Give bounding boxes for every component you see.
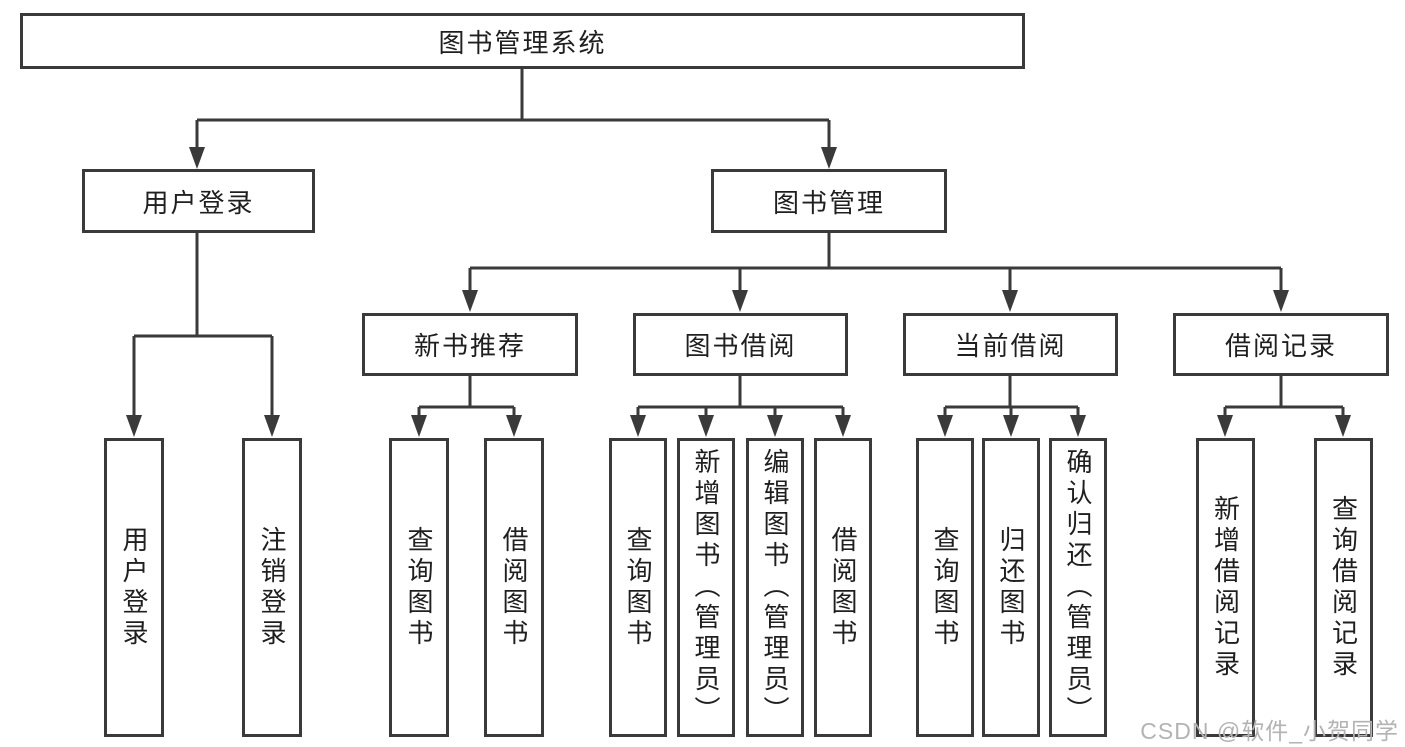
node-label: 归还图书 bbox=[996, 525, 1026, 650]
node-label: 图书管理系统 bbox=[438, 27, 607, 58]
leaf-edit-books-admin: 编辑图书（管理员） bbox=[746, 438, 804, 737]
connector-arrowhead bbox=[462, 290, 478, 312]
leaf-query-borrow-record: 查询借阅记录 bbox=[1314, 438, 1373, 737]
connector-arrowhead bbox=[1070, 415, 1086, 437]
node-label: 确认归还（管理员） bbox=[1063, 448, 1093, 727]
node-label: 图书借阅 bbox=[684, 331, 797, 361]
connector-arrowhead bbox=[189, 147, 205, 169]
connector-arrowhead bbox=[937, 415, 953, 437]
connector-arrowhead bbox=[835, 415, 851, 437]
connector-arrowhead bbox=[126, 415, 142, 437]
connector-arrowhead bbox=[1217, 415, 1233, 437]
node-label: 查询图书 bbox=[930, 525, 960, 650]
node-label: 新增借阅记录 bbox=[1210, 494, 1241, 681]
leaf-add-borrow-record: 新增借阅记录 bbox=[1196, 438, 1255, 737]
node-label: 用户登录 bbox=[119, 525, 149, 650]
leaf-user-login: 用户登录 bbox=[104, 438, 164, 737]
node-label: 新书推荐 bbox=[413, 331, 526, 361]
leaf-borrow-books-recommend: 借阅图书 bbox=[484, 438, 544, 737]
connector-arrowhead bbox=[698, 415, 714, 437]
connector-arrowhead bbox=[506, 415, 522, 437]
node-label: 借阅图书 bbox=[828, 525, 858, 650]
leaf-confirm-return-admin: 确认归还（管理员） bbox=[1049, 438, 1107, 737]
node-label: 借阅图书 bbox=[499, 525, 529, 650]
connector-arrowhead bbox=[1003, 415, 1019, 437]
connector-arrowhead bbox=[1273, 290, 1289, 312]
connector-arrowhead bbox=[1335, 415, 1351, 437]
node-label: 新增图书（管理员） bbox=[691, 448, 721, 727]
node-label: 编辑图书（管理员） bbox=[760, 448, 790, 727]
node-label: 借阅记录 bbox=[1224, 331, 1337, 361]
connector-arrowhead bbox=[1002, 290, 1018, 312]
leaf-query-books-borrowing: 查询图书 bbox=[609, 438, 667, 737]
leaf-query-books-recommend: 查询图书 bbox=[389, 438, 449, 737]
node-current-borrowing: 当前借阅 bbox=[903, 313, 1118, 376]
connector-arrowhead bbox=[264, 415, 280, 437]
leaf-add-books-admin: 新增图书（管理员） bbox=[677, 438, 735, 737]
node-borrowing-records: 借阅记录 bbox=[1173, 313, 1389, 376]
connector-arrowhead bbox=[732, 290, 748, 312]
connector-arrowhead bbox=[821, 147, 837, 169]
node-label: 用户登录 bbox=[142, 187, 255, 218]
node-label: 图书管理 bbox=[772, 187, 885, 218]
connector-arrowhead bbox=[767, 415, 783, 437]
node-book-borrowing: 图书借阅 bbox=[633, 313, 848, 376]
node-user-login-branch: 用户登录 bbox=[82, 169, 315, 233]
node-label: 查询图书 bbox=[404, 525, 434, 650]
node-label: 查询借阅记录 bbox=[1328, 494, 1359, 681]
csdn-watermark: CSDN @软件_小贺同学 bbox=[1140, 718, 1399, 744]
node-label: 当前借阅 bbox=[954, 331, 1067, 361]
node-library-management-system: 图书管理系统 bbox=[20, 13, 1025, 69]
leaf-borrow-books: 借阅图书 bbox=[814, 438, 872, 737]
node-label: 注销登录 bbox=[257, 525, 287, 650]
node-new-book-recommendation: 新书推荐 bbox=[362, 313, 578, 376]
connector-arrowhead bbox=[630, 415, 646, 437]
node-label: 查询图书 bbox=[623, 525, 653, 650]
node-book-management-branch: 图书管理 bbox=[711, 169, 947, 233]
leaf-return-books: 归还图书 bbox=[982, 438, 1040, 737]
connector-arrowhead bbox=[411, 415, 427, 437]
leaf-query-books-current: 查询图书 bbox=[916, 438, 974, 737]
leaf-logout: 注销登录 bbox=[242, 438, 302, 737]
